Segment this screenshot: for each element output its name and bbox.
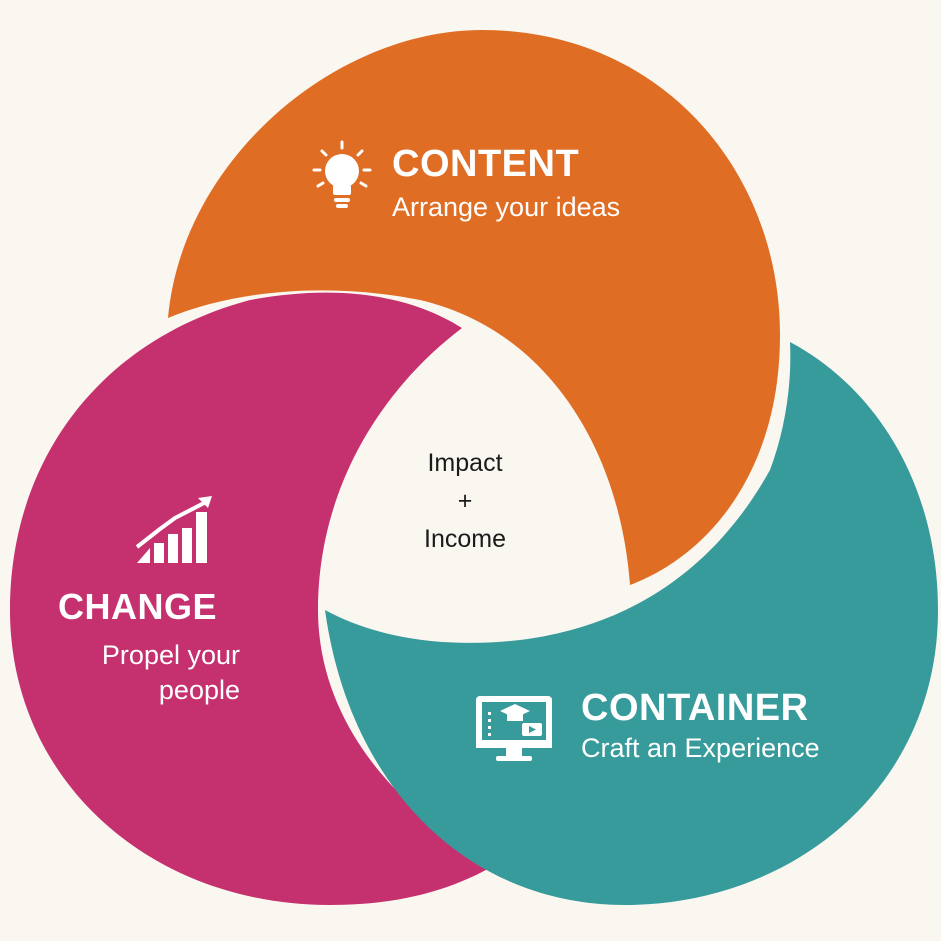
growth-chart-icon	[135, 496, 212, 563]
online-course-monitor-icon	[476, 696, 552, 761]
container-title: CONTAINER	[581, 687, 809, 729]
container-lobe	[325, 342, 938, 905]
change-title: CHANGE	[58, 586, 218, 627]
center-line-plus: +	[457, 487, 473, 515]
change-subtitle-line1: Propel your	[101, 640, 240, 670]
change-lobe	[10, 292, 495, 905]
change-subtitle: Propel your people	[40, 638, 240, 708]
change-subtitle-line2: people	[158, 675, 240, 705]
content-lobe	[168, 30, 780, 585]
lightbulb-icon	[312, 140, 372, 208]
center-line-impact: Impact	[427, 449, 503, 477]
center-line-income: Income	[424, 525, 506, 553]
center-label: Impact + Income	[380, 444, 550, 558]
content-title: CONTENT	[392, 143, 580, 185]
container-subtitle: Craft an Experience	[581, 733, 820, 763]
content-subtitle: Arrange your ideas	[392, 192, 621, 222]
